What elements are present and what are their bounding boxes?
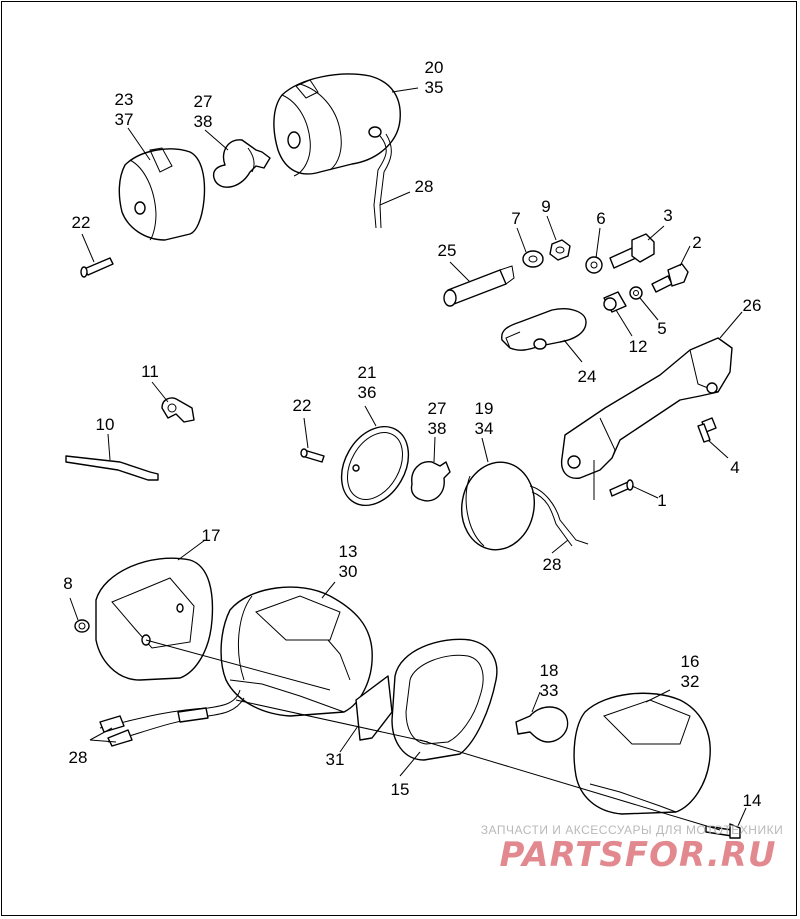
label-9: 9 xyxy=(541,197,550,216)
bracket-24 xyxy=(501,308,587,351)
part-labels: 20 35 23 37 27 38 28 22 25 7 9 6 3 2 5 1… xyxy=(63,58,761,810)
label-17: 17 xyxy=(202,526,221,545)
wires-28-bottom xyxy=(99,689,245,747)
label-37: 37 xyxy=(115,110,134,129)
strap-10 xyxy=(65,455,159,481)
spacer-12 xyxy=(603,291,627,313)
label-4: 4 xyxy=(730,458,739,477)
label-22b: 22 xyxy=(293,396,312,415)
washer-7 xyxy=(522,250,544,268)
housing-16-32 xyxy=(573,692,711,815)
label-16: 16 xyxy=(681,652,700,671)
ring-21-36 xyxy=(340,425,410,507)
label-12: 12 xyxy=(629,337,648,356)
watermark-subtitle: ЗАПЧАСТИ И АКСЕССУАРЫ ДЛЯ МОТОТЕХНИКИ xyxy=(481,823,783,837)
label-20: 20 xyxy=(425,58,444,77)
label-38b: 38 xyxy=(428,419,447,438)
label-11: 11 xyxy=(141,362,159,381)
label-7: 7 xyxy=(511,209,520,228)
watermark-logo: PARTSFOR.RU xyxy=(499,835,776,875)
bulb-27-38-top xyxy=(212,139,271,188)
bolt-2 xyxy=(651,263,689,293)
label-24: 24 xyxy=(578,367,597,386)
label-34: 34 xyxy=(475,419,494,438)
label-33: 33 xyxy=(540,681,559,700)
screw-22-mid xyxy=(300,448,325,463)
washer-5 xyxy=(629,286,643,300)
bolt-3 xyxy=(609,233,655,269)
label-5: 5 xyxy=(657,319,666,338)
label-8: 8 xyxy=(63,574,72,593)
label-26: 26 xyxy=(743,296,762,315)
label-21: 21 xyxy=(358,363,377,382)
alignment-line-b xyxy=(235,699,429,743)
screw-1 xyxy=(609,479,634,497)
screw-14 xyxy=(705,823,741,839)
label-35: 35 xyxy=(425,78,444,97)
label-3: 3 xyxy=(663,206,672,225)
label-27a: 27 xyxy=(194,92,213,111)
signal-housing-20-35 xyxy=(273,73,401,229)
label-15: 15 xyxy=(391,780,410,799)
label-18: 18 xyxy=(540,661,559,680)
gasket-15 xyxy=(391,638,498,761)
label-13: 13 xyxy=(339,542,358,561)
lens-23-37 xyxy=(118,147,206,241)
bulb-27-38-mid xyxy=(410,461,451,502)
bulb-18-33 xyxy=(515,706,569,743)
label-25: 25 xyxy=(438,241,457,260)
stud-25 xyxy=(443,265,515,307)
label-27b: 27 xyxy=(428,399,447,418)
label-22a: 22 xyxy=(72,213,91,232)
mount-bracket-26 xyxy=(560,337,733,500)
alignment-line-a xyxy=(145,639,331,691)
nut-8 xyxy=(74,619,90,633)
label-23: 23 xyxy=(115,90,134,109)
screw-22-top xyxy=(80,257,114,278)
label-14: 14 xyxy=(743,791,762,810)
leader-lines xyxy=(69,87,747,827)
label-28c: 28 xyxy=(69,748,88,767)
nut-9 xyxy=(549,239,571,261)
label-1: 1 xyxy=(657,491,666,510)
clip-11 xyxy=(161,397,195,423)
bolt-4 xyxy=(697,417,717,443)
label-28a: 28 xyxy=(415,177,434,196)
label-2: 2 xyxy=(692,233,701,252)
label-31: 31 xyxy=(326,750,345,769)
label-19: 19 xyxy=(475,399,494,418)
lens-19-34 xyxy=(461,461,589,551)
lens-frame-17 xyxy=(95,557,214,681)
watermark: ЗАПЧАСТИ И АКСЕССУАРЫ ДЛЯ МОТОТЕХНИКИ PA… xyxy=(481,823,783,875)
label-32: 32 xyxy=(681,672,700,691)
label-38a: 38 xyxy=(194,112,213,131)
housing-13-30 xyxy=(220,586,373,717)
label-28b: 28 xyxy=(543,555,562,574)
alignment-line-c xyxy=(419,739,721,831)
label-10: 10 xyxy=(96,415,115,434)
reflector-31 xyxy=(355,675,393,741)
label-30: 30 xyxy=(339,562,358,581)
label-6: 6 xyxy=(596,209,605,228)
washer-6 xyxy=(585,256,603,274)
label-36: 36 xyxy=(358,383,377,402)
